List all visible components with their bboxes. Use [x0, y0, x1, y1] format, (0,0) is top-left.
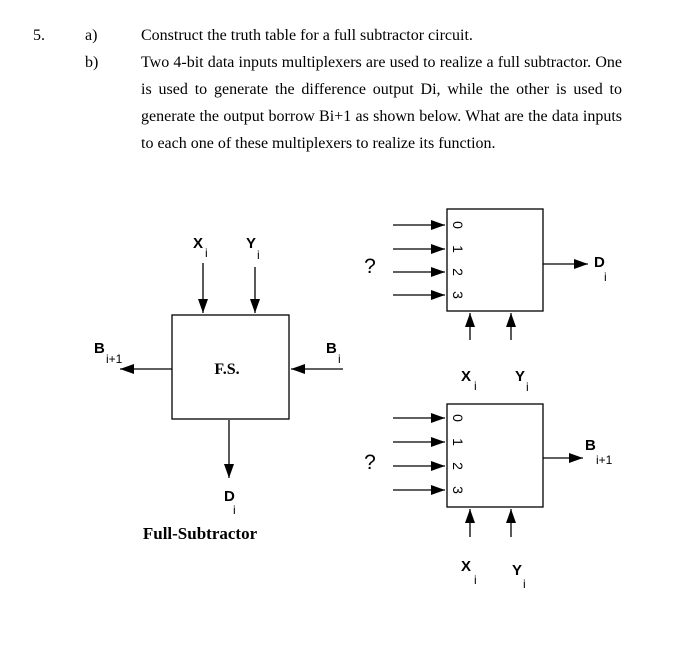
- mux-top-input-1-label: 1: [450, 245, 466, 253]
- fs-output-d-sub: i: [233, 503, 236, 517]
- mux-top-input-2-label: 2: [450, 268, 466, 276]
- fs-input-x: X i: [193, 235, 208, 313]
- fs-input-b: B i: [291, 340, 343, 374]
- mux-top-output-label: D: [594, 254, 605, 271]
- question-number: 5.: [33, 27, 45, 44]
- fs-output-d-label: D: [224, 488, 235, 505]
- mux-bottom-input-1-label: 1: [450, 438, 466, 446]
- fs-input-y-sub: i: [257, 248, 260, 262]
- fs-input-b-label: B: [326, 340, 337, 357]
- mux-bottom-unknown: ?: [364, 451, 376, 474]
- part-b-text: Two 4-bit data inputs multiplexers are u…: [141, 54, 622, 152]
- mux-bottom-select-x-sub: i: [474, 573, 477, 587]
- mux-top-box: [446, 208, 544, 312]
- mux-top-input-0-label: 0: [450, 221, 466, 229]
- fs-output-b-sub: i+1: [106, 352, 123, 366]
- mux-top-output-sub: i: [604, 270, 607, 284]
- mux-bottom-input-0-label: 0: [450, 414, 466, 422]
- part-a-text: Construct the truth table for a full sub…: [141, 27, 473, 44]
- fs-input-y-label: Y: [246, 235, 256, 252]
- fs-caption: Full-Subtractor: [143, 524, 258, 543]
- mux-bottom-box: [446, 403, 544, 508]
- fs-output-b: B i+1: [94, 340, 172, 374]
- part-b-label: b): [85, 54, 99, 71]
- mux-top-select-y-label: Y: [515, 368, 525, 385]
- mux-bottom-input-2-label: 2: [450, 462, 466, 470]
- fs-input-y: Y i: [246, 235, 260, 313]
- mux-bottom-select-x-label: X: [461, 558, 471, 575]
- mux-top-select-x-label: X: [461, 368, 471, 385]
- fs-input-b-sub: i: [338, 352, 341, 366]
- fs-block-label: F.S.: [214, 361, 239, 378]
- full-subtractor-block: F.S.: [171, 314, 290, 420]
- mux-top-select-x-sub: i: [474, 379, 477, 393]
- mux-bottom-output-label: B: [585, 437, 596, 454]
- fs-output-b-label: B: [94, 340, 105, 357]
- mux-top-select-y-sub: i: [526, 380, 529, 394]
- mux-top-unknown: ?: [364, 255, 376, 278]
- fs-input-x-sub: i: [205, 246, 208, 260]
- fs-input-x-label: X: [193, 235, 203, 252]
- mux-bottom: ? 0 1 2 3 X i Y i B i+1: [364, 403, 613, 591]
- mux-bottom-select-y-label: Y: [512, 562, 522, 579]
- part-a-label: a): [85, 27, 98, 44]
- mux-top-input-3-label: 3: [450, 291, 466, 299]
- mux-bottom-select-y-sub: i: [523, 577, 526, 591]
- mux-bottom-output-sub: i+1: [596, 453, 613, 467]
- mux-bottom-input-3-label: 3: [450, 486, 466, 494]
- mux-top: ? 0 1 2 3 X i Y i D i: [364, 208, 607, 394]
- fs-output-d: D i: [224, 420, 236, 517]
